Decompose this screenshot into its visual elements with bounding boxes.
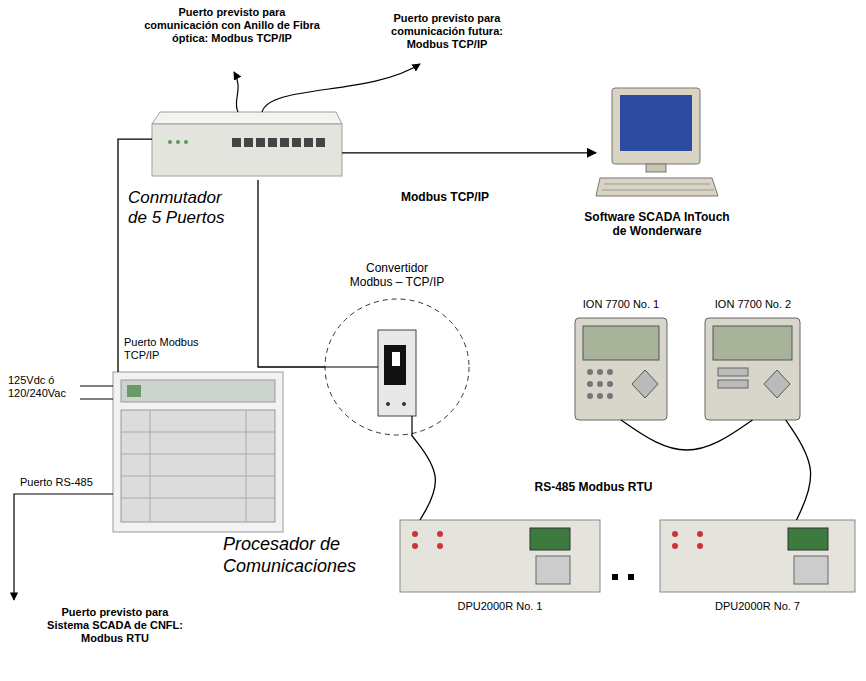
port-label: Puerto Modbus TCP/IP xyxy=(124,336,214,362)
protection-relay: DPU2000R No. 7 xyxy=(660,520,855,592)
port-label-holder: Puerto Modbus TCP/IP xyxy=(124,336,214,362)
node-label: Software SCADA InTouch de Wonderware xyxy=(582,210,732,239)
port-note-holder: Puerto previsto para comunicación con An… xyxy=(143,6,321,46)
port-label-holder: Puerto RS-485 xyxy=(20,476,110,489)
node-label: ION 7700 No. 1 xyxy=(561,298,681,311)
meter-picture xyxy=(575,318,667,420)
edge-label: Modbus TCP/IP xyxy=(380,190,510,204)
rs485-wire xyxy=(14,494,113,600)
connector xyxy=(621,420,753,450)
connector xyxy=(258,180,325,367)
port-note: Puerto previsto para Sistema SCADA de CN… xyxy=(40,606,190,646)
power-wire xyxy=(80,385,113,386)
relay-picture xyxy=(400,520,600,592)
network-switch: Conmutador de 5 Puertos xyxy=(152,112,342,180)
communications-processor: Procesador de Comunicaciones xyxy=(113,372,283,532)
protection-relay: DPU2000R No. 1 xyxy=(400,520,600,592)
scada-workstation: Software SCADA InTouch de Wonderware xyxy=(596,88,718,196)
leader-arrow xyxy=(262,64,420,112)
processor-picture xyxy=(113,372,283,532)
power-label: 125Vdc ó 120/240Vac xyxy=(8,374,78,400)
switch-picture xyxy=(152,112,342,176)
converter-picture xyxy=(325,299,469,435)
node-label: Conmutador de 5 Puertos xyxy=(128,188,238,229)
leader-arrow xyxy=(234,72,238,112)
computer-picture xyxy=(596,88,718,196)
power-meter: ION 7700 No. 2 xyxy=(705,318,800,420)
node-label: DPU2000R No. 1 xyxy=(400,600,600,613)
power-label-holder: 125Vdc ó 120/240Vac xyxy=(8,374,78,400)
power-wire xyxy=(80,398,113,399)
port-note-holder: Puerto previsto para Sistema SCADA de CN… xyxy=(40,606,190,646)
node-label: DPU2000R No. 7 xyxy=(660,600,855,613)
port-note: Puerto previsto para comunicación futura… xyxy=(372,12,522,52)
edge-label-holder: Modbus TCP/IP xyxy=(380,190,510,204)
node-label: ION 7700 No. 2 xyxy=(693,298,813,311)
port-note: Puerto previsto para comunicación con An… xyxy=(143,6,321,46)
connector xyxy=(411,435,435,520)
node-label: Procesador de Comunicaciones xyxy=(223,534,363,577)
port-note-holder: Puerto previsto para comunicación futura… xyxy=(372,12,522,52)
relay-picture xyxy=(660,520,855,592)
bus-label-holder: RS-485 Modbus RTU xyxy=(526,480,661,494)
connector xyxy=(342,152,596,153)
bus-label: RS-485 Modbus RTU xyxy=(526,480,661,494)
ellipsis-dot xyxy=(628,574,634,580)
meter-picture xyxy=(705,318,800,420)
ellipsis-dot xyxy=(612,574,618,580)
node-label: Convertidor Modbus – TCP/IP xyxy=(347,261,447,290)
power-meter: ION 7700 No. 1 xyxy=(575,318,667,420)
connector xyxy=(786,420,811,520)
port-label: Puerto RS-485 xyxy=(20,476,110,489)
protocol-converter: Convertidor Modbus – TCP/IP xyxy=(325,299,469,435)
